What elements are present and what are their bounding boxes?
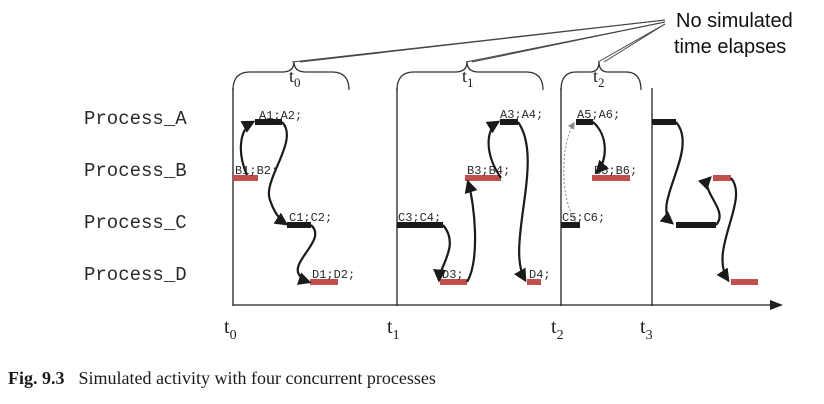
- caption-text: Simulated activity with four concurrent …: [78, 368, 436, 388]
- event-label-b1b2: B1;B2;: [235, 164, 278, 178]
- brace-label-t0: t0: [289, 66, 301, 90]
- caption-label: Fig. 9.3: [8, 368, 65, 388]
- annotation-line-2: time elapses: [674, 36, 786, 58]
- brace-t2: [560, 61, 642, 91]
- event-label-a1a2: A1;A2;: [259, 109, 302, 123]
- event-label-a5a6: A5;A6;: [577, 108, 620, 122]
- event-labels: A1;A2; B1;B2; C1;C2; D1;D2; C3;C4; D3; B…: [235, 108, 637, 282]
- arrow-c-to-d-t1: [433, 224, 451, 283]
- time-label-t0: t0: [224, 316, 237, 343]
- process-label-b: Process_B: [84, 160, 187, 182]
- bar-c-t1: [397, 222, 443, 228]
- bar-d-t3: [731, 279, 758, 285]
- brace-label-t2: t2: [593, 66, 605, 90]
- event-label-a3a4: A3;A4;: [500, 108, 543, 122]
- arrow-a-to-d-t1: [514, 121, 529, 283]
- bar-a-t0: [255, 119, 282, 125]
- brace-t0: [232, 61, 350, 91]
- concurrency-diagram: No simulated time elapses t0 t1 t2 Proce…: [84, 10, 793, 343]
- process-label-d: Process_D: [84, 264, 187, 286]
- figure-caption: Fig. 9.3 Simulated activity with four con…: [8, 368, 436, 389]
- arrow-c-to-a-t2-light: [563, 121, 577, 223]
- braces: [232, 61, 642, 91]
- bar-d-t0: [310, 279, 338, 285]
- time-label-t1: t1: [387, 316, 400, 343]
- activity-bars: [233, 119, 758, 285]
- arrow-a-to-c-t3: [659, 121, 684, 225]
- arrow-b-to-a-t1: [485, 120, 502, 179]
- time-label-t3: t3: [640, 316, 653, 343]
- process-label-c: Process_C: [84, 212, 187, 234]
- event-label-d3: D3;: [442, 268, 464, 282]
- event-label-c1c2: C1;C2;: [289, 211, 332, 225]
- event-label-c5c6: C5;C6;: [562, 211, 605, 225]
- bar-b-t3: [713, 175, 731, 181]
- bar-a-t3: [652, 119, 676, 125]
- process-label-a: Process_A: [84, 108, 187, 130]
- arrow-c-to-d-t0: [296, 224, 317, 285]
- bar-d2-t1: [527, 279, 541, 285]
- bar-a-t2: [576, 119, 593, 125]
- event-label-d1d2: D1;D2;: [312, 268, 355, 282]
- arrow-d-to-b-t1: [464, 179, 478, 283]
- arrow-a-to-c-t0: [267, 121, 289, 226]
- arrow-c-to-b-t3: [697, 176, 721, 226]
- event-label-d4: D4;: [529, 268, 551, 282]
- annotation-pointers: [291, 19, 666, 63]
- arrow-a-to-b-t2: [592, 121, 609, 174]
- arrow-b-to-a-t0: [239, 120, 256, 176]
- event-label-c3c4: C3;C4;: [398, 211, 441, 225]
- bar-c-t0: [287, 222, 311, 228]
- time-axis-arrowhead: [770, 300, 783, 310]
- bar-d-t1: [440, 279, 467, 285]
- event-label-b3b4: B3;B4;: [467, 164, 510, 178]
- bar-b-t0: [233, 175, 258, 181]
- bar-a-t1: [500, 119, 518, 125]
- bar-c-t3: [676, 222, 716, 228]
- control-arrows: [239, 120, 738, 285]
- bar-c-t2: [561, 222, 580, 228]
- bar-b-t2: [592, 175, 630, 181]
- time-label-t2: t2: [551, 316, 564, 343]
- annotation-line-1: No simulated: [676, 10, 793, 32]
- arrow-b-to-d-t3: [716, 177, 738, 283]
- brace-t1: [396, 61, 544, 91]
- brace-label-t1: t1: [462, 66, 474, 90]
- bar-b-t1: [465, 175, 501, 181]
